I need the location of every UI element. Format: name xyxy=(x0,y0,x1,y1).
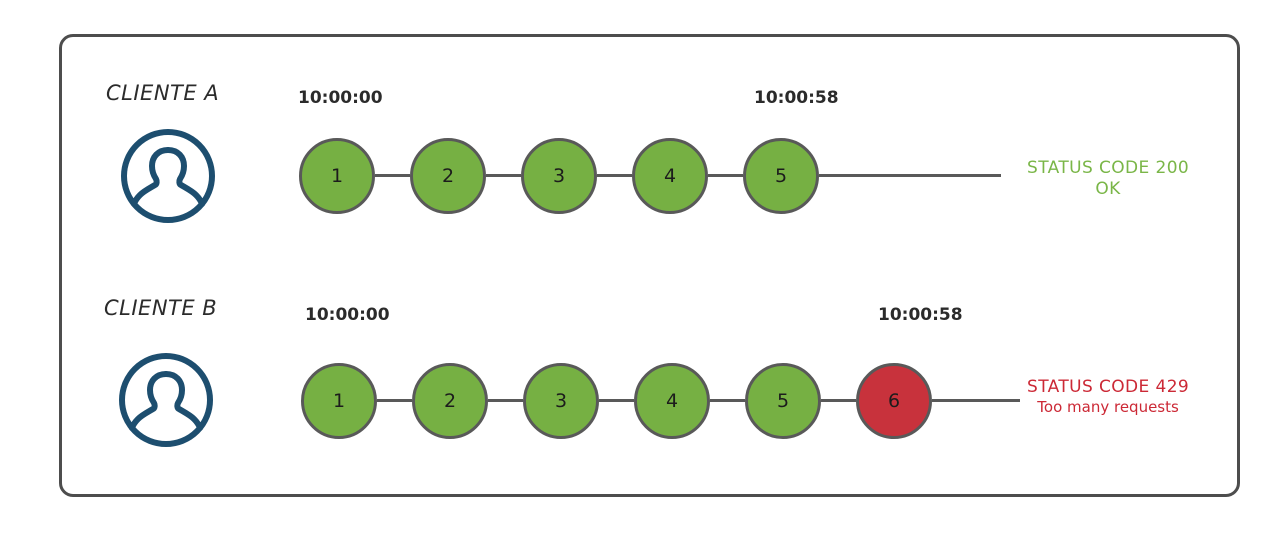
client-a-status: STATUS CODE 200 OK xyxy=(1027,158,1189,199)
response-tail-line xyxy=(819,174,1001,177)
request-node-3-ok: 3 xyxy=(523,363,599,439)
request-connector xyxy=(821,399,856,402)
request-connector xyxy=(377,399,412,402)
client-a-label: CLIENTE A xyxy=(106,81,220,105)
request-node-2-ok: 2 xyxy=(410,138,486,214)
client-b-start-time: 10:00:00 xyxy=(305,305,390,325)
client-a-start-time: 10:00:00 xyxy=(298,88,383,108)
request-node-5-ok: 5 xyxy=(743,138,819,214)
request-node-1-ok: 1 xyxy=(299,138,375,214)
client-a-end-time: 10:00:58 xyxy=(754,88,839,108)
request-node-3-ok: 3 xyxy=(521,138,597,214)
request-node-6-rejected: 6 xyxy=(856,363,932,439)
status-code-line: STATUS CODE 200 xyxy=(1027,158,1190,178)
client-b-status: STATUS CODE 429 Too many requests xyxy=(1027,377,1189,416)
client-b-end-time: 10:00:58 xyxy=(878,305,963,325)
request-connector xyxy=(597,174,632,177)
request-node-5-ok: 5 xyxy=(745,363,821,439)
status-message-line: OK xyxy=(1095,178,1121,199)
request-connector xyxy=(375,174,410,177)
client-b-label: CLIENTE B xyxy=(104,296,218,320)
request-node-1-ok: 1 xyxy=(301,363,377,439)
user-avatar-icon xyxy=(119,353,213,447)
request-node-4-ok: 4 xyxy=(632,138,708,214)
request-node-2-ok: 2 xyxy=(412,363,488,439)
request-connector xyxy=(486,174,521,177)
response-tail-line xyxy=(932,399,1020,402)
request-connector xyxy=(488,399,523,402)
status-message-line: Too many requests xyxy=(1037,397,1179,416)
request-connector xyxy=(708,174,743,177)
request-node-4-ok: 4 xyxy=(634,363,710,439)
request-connector xyxy=(710,399,745,402)
request-connector xyxy=(599,399,634,402)
status-code-line: STATUS CODE 429 xyxy=(1027,377,1190,397)
user-avatar-icon xyxy=(121,129,215,223)
